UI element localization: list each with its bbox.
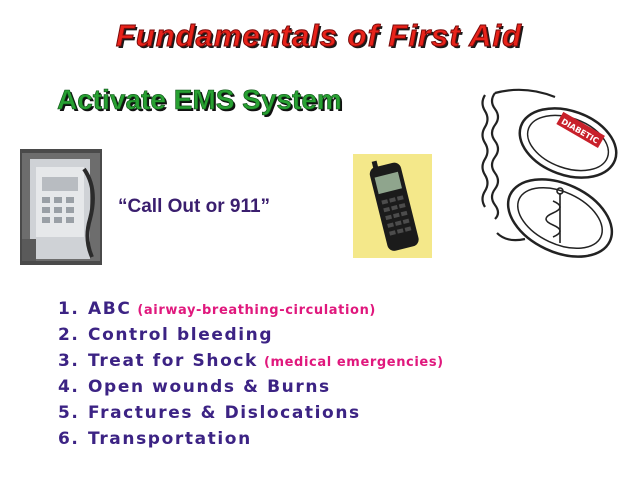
list-item: 5. Fractures & Dislocations — [58, 400, 444, 426]
slide-subtitle: Activate EMS System — [57, 84, 342, 116]
medical-id-tag-image: DIABETIC — [481, 88, 618, 258]
first-aid-steps-list: 1. ABC (airway-breathing-circulation) 2. Co… — [58, 296, 444, 452]
cellphone-image — [353, 154, 432, 258]
payphone-image — [20, 149, 102, 265]
step-text: ABC — [88, 299, 132, 319]
step-number: 4. — [58, 377, 80, 397]
step-text: Control bleeding — [88, 325, 274, 345]
step-number: 2. — [58, 325, 80, 345]
step-text: Open wounds & Burns — [88, 377, 331, 397]
step-number: 3. — [58, 351, 80, 371]
list-item: 3. Treat for Shock (medical emergencies) — [58, 348, 444, 374]
step-number: 5. — [58, 403, 80, 423]
list-item: 1. ABC (airway-breathing-circulation) — [58, 296, 444, 322]
step-note: (airway-breathing-circulation) — [137, 303, 376, 318]
call-out-911-text: “Call Out or 911” — [118, 196, 271, 217]
list-item: 6. Transportation — [58, 426, 444, 452]
slide-title: Fundamentals of First Aid — [115, 18, 523, 54]
list-item: 4. Open wounds & Burns — [58, 374, 444, 400]
step-text: Fractures & Dislocations — [88, 403, 361, 423]
step-note: (medical emergencies) — [263, 355, 444, 370]
step-text: Treat for Shock — [88, 351, 258, 371]
step-number: 1. — [58, 299, 80, 319]
list-item: 2. Control bleeding — [58, 322, 444, 348]
step-number: 6. — [58, 429, 80, 449]
step-text: Transportation — [88, 429, 252, 449]
